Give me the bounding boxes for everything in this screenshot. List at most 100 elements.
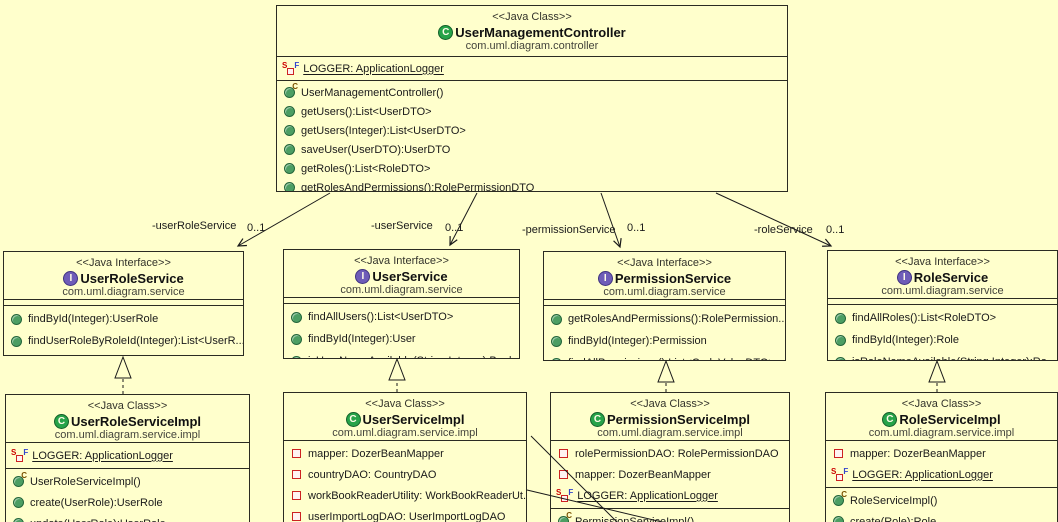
method-row: create(Role):Role [826, 511, 1057, 522]
realization-arrow-user [388, 357, 406, 381]
public-method-icon [833, 356, 848, 360]
stereotype-label: <<Java Class>> [87, 400, 168, 412]
package-name: com.uml.diagram.service.impl [597, 427, 743, 439]
multiplicity-label-permission-service: 0..1 [627, 222, 646, 234]
package-name: com.uml.diagram.service [62, 286, 185, 298]
public-method-icon [9, 335, 24, 347]
member-text: getRolesAndPermissions():RolePermission.… [568, 313, 785, 325]
stereotype-label: <<Java Interface>> [895, 256, 990, 268]
public-method-icon [549, 357, 564, 360]
public-method-icon [282, 182, 297, 191]
multiplicity-label-role-service: 0..1 [826, 224, 845, 236]
public-method-icon [289, 333, 304, 345]
private-field-icon [289, 491, 304, 500]
member-text: LOGGER: ApplicationLogger [32, 449, 173, 462]
field-row: mapper: DozerBeanMapper [551, 464, 789, 485]
class-icon: C [438, 25, 454, 40]
member-text: create(Role):Role [850, 515, 937, 522]
method-row: update(UserRole):UserRole [6, 513, 249, 522]
member-text: findById(Integer):User [308, 333, 416, 345]
member-text: LOGGER: ApplicationLogger [577, 489, 718, 502]
package-name: com.uml.diagram.service [603, 286, 726, 298]
multiplicity-label-user-service: 0..1 [445, 222, 464, 234]
class-icon: C [882, 412, 898, 427]
class-name: UserRoleServiceImpl [70, 414, 202, 429]
public-method-icon [11, 497, 26, 508]
private-field-icon [289, 449, 304, 458]
member-text: rolePermissionDAO: RolePermissionDAO [575, 447, 779, 460]
public-method-icon [549, 313, 564, 325]
public-method-icon [289, 355, 304, 358]
association-label-user-service: -userService [371, 220, 433, 232]
member-text: RoleServiceImpl() [850, 494, 938, 507]
private-field-icon [289, 470, 304, 479]
stereotype-label: <<Java Class>> [492, 11, 572, 23]
stereotype-label: <<Java Class>> [365, 398, 445, 410]
package-name: com.uml.diagram.service.impl [332, 427, 478, 439]
multiplicity-label-user-role-service: 0..1 [247, 222, 266, 234]
class-name: PermissionServiceImpl [606, 412, 751, 427]
association-label-permission-service: -permissionService [522, 224, 616, 236]
package-name: com.uml.diagram.service [881, 285, 1004, 297]
field-row: userImportLogDAO: UserImportLogDAO [284, 506, 526, 522]
interface-icon: I [355, 269, 371, 284]
method-row: findById(Integer):UserRole [4, 308, 243, 330]
class-name: UserManagementController [455, 25, 626, 40]
method-row: findAllUsers():List<UserDTO> [284, 306, 519, 328]
method-row: getUsers():List<UserDTO> [277, 102, 787, 121]
fields-compartment [828, 298, 1057, 304]
method-row: findAllPermissions():List<CodeValueDTO> [544, 352, 785, 360]
member-text: findAllPermissions():List<CodeValueDTO> [568, 357, 775, 360]
interface-icon: I [896, 270, 912, 285]
member-text: getRolesAndPermissions():RolePermissionD… [301, 181, 535, 192]
realization-arrow-user-role [114, 355, 132, 379]
fields-compartment [4, 299, 243, 305]
member-text: isRoleNameAvailable(String,Integer):Ro [852, 356, 1047, 360]
stereotype-label: <<Java Interface>> [617, 257, 712, 269]
association-label-user-role-service: -userRoleService [152, 220, 237, 232]
stereotype-label: <<Java Interface>> [76, 257, 171, 269]
realization-arrow-permission [657, 359, 675, 383]
class-icon: C [589, 412, 605, 427]
public-method-icon [11, 518, 26, 522]
field-row: countryDAO: CountryDAO [284, 464, 526, 485]
class-name: RoleServiceImpl [899, 412, 1001, 427]
method-row: findById(Integer):Role [828, 329, 1057, 351]
member-text: findById(Integer):Role [852, 334, 959, 346]
class-name: UserRoleService [80, 271, 184, 286]
methods-compartment: findAllRoles():List<RoleDTO>findById(Int… [828, 304, 1057, 360]
stereotype-label: <<Java Class>> [901, 398, 982, 410]
fields-compartment: rolePermissionDAO: RolePermissionDAO mapp… [551, 440, 789, 508]
fields-compartment [284, 297, 519, 303]
member-text: PermissionServiceImpl() [575, 515, 695, 522]
package-name: com.uml.diagram.service [340, 284, 463, 296]
method-row: saveUser(UserDTO):UserDTO [277, 140, 787, 159]
constructor-icon: C [556, 511, 572, 522]
